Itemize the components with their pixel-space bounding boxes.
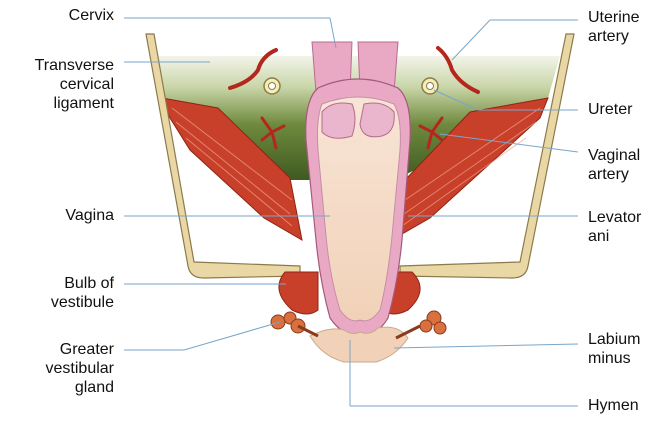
label-vaginal-artery: Vaginal artery xyxy=(588,146,662,184)
vestibule xyxy=(310,327,408,362)
label-transverse-cervical-ligament: Transverse cervical ligament xyxy=(4,56,114,113)
label-bulb-of-vestibule: Bulb of vestibule xyxy=(10,274,114,312)
label-vagina: Vagina xyxy=(10,206,114,225)
cervix-lip-left xyxy=(322,103,355,138)
label-levator-ani: Levator ani xyxy=(588,208,662,246)
leader-uterine-artery-diag xyxy=(452,20,490,60)
greater-vestibular-gland-right xyxy=(396,311,446,338)
cervix-lip-right xyxy=(360,103,394,137)
label-greater-vestibular-gland: Greater vestibular gland xyxy=(10,340,114,397)
label-ureter: Ureter xyxy=(588,100,662,119)
bulb-of-vestibule-left xyxy=(279,272,318,314)
leader-greater-vestibular-gland-diag xyxy=(184,322,280,350)
ureter-right xyxy=(422,78,438,94)
label-labium-minus: Labium minus xyxy=(588,330,662,368)
ureter-left xyxy=(264,78,280,94)
label-hymen: Hymen xyxy=(588,396,662,415)
leader-labium-minus xyxy=(394,344,578,348)
label-uterine-artery: Uterine artery xyxy=(588,8,662,46)
greater-vestibular-gland-left xyxy=(271,312,318,336)
label-cervix: Cervix xyxy=(10,6,114,25)
